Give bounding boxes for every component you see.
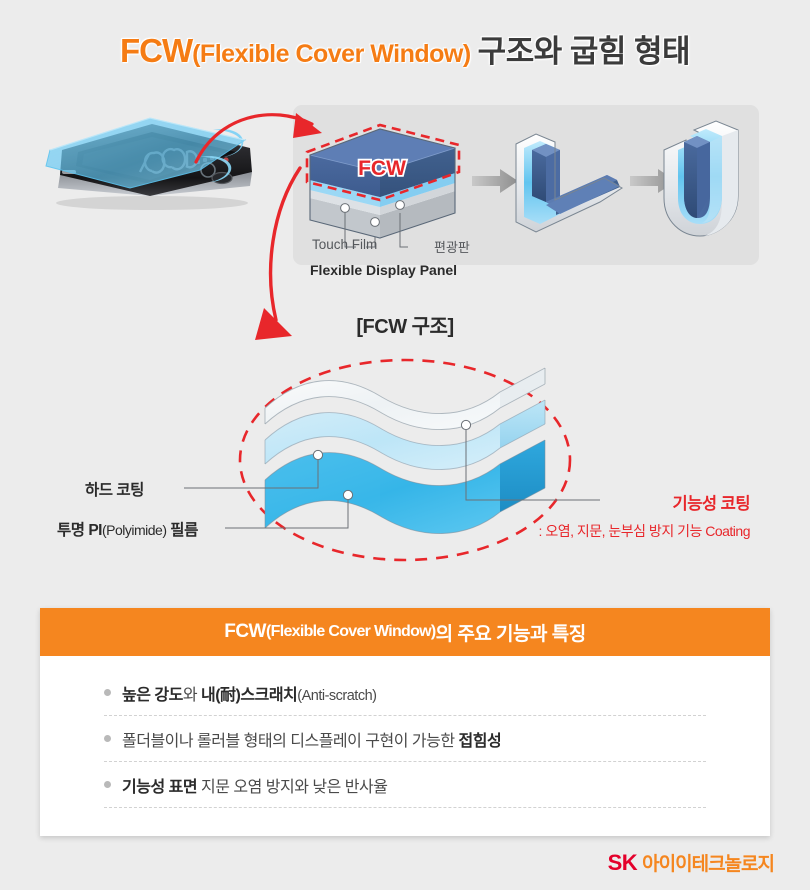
label-functional-coating: 기능성 코팅: [672, 495, 751, 513]
list-item: 기능성 표면 지문 오염 방지와 낮은 반사율: [104, 762, 706, 808]
features-list: 높은 강도와 내(耐)스크래치(Anti-scratch) 폴더블이나 롤러블 …: [40, 656, 770, 808]
bullet-dot-icon: [104, 735, 111, 742]
fcw-layer-block: FCW: [305, 123, 461, 248]
bullet-plain-1: 와: [182, 686, 201, 704]
list-item: 폴더블이나 롤러블 형태의 디스플레이 구현이 가능한 접힘성: [104, 716, 706, 762]
callout-polarizer: 편광판: [434, 240, 470, 255]
label-pi-film: 투명 PI(Polyimide) 필름: [57, 518, 198, 540]
sk-logo-mark: SK: [607, 850, 638, 875]
title-korean: 구조와 굽힘 형태: [477, 34, 691, 69]
features-card: FCW(Flexible Cover Window)의 주요 기능과 특징 높은…: [40, 608, 770, 836]
bullet-bold-2: 내(耐)스크래치: [201, 686, 298, 704]
bullet-plain-1: 지문 오염 방지와 낮은 반사율: [197, 778, 388, 796]
callout-touch-film: Touch Film: [312, 237, 378, 252]
list-item-text: 폴더블이나 롤러블 형태의 디스플레이 구현이 가능한 접힘성: [122, 727, 502, 751]
red-arrow-to-structure: [255, 166, 302, 340]
label-pi-film-tail: 필름: [166, 522, 198, 539]
callout-display-panel: Flexible Display Panel: [310, 262, 458, 278]
card-header-korean: 의 주요 기능과 특징: [435, 623, 587, 645]
label-hard-coating: 하드 코팅: [85, 482, 144, 499]
structure-highlight-ellipse: [238, 358, 572, 562]
bend-shape-L: [515, 133, 623, 233]
bullet-bold-2: 접힘성: [458, 732, 502, 750]
wavy-layer-stack: [184, 367, 600, 534]
label-pi-film-paren: (Polyimide): [101, 522, 167, 538]
page-title: FCW(Flexible Cover Window)구조와 굽힘 형태: [0, 26, 810, 71]
bullet-paren-1: (Anti-scratch): [297, 687, 377, 704]
list-item-text: 높은 강도와 내(耐)스크래치(Anti-scratch): [122, 681, 377, 705]
sk-logo-brand: 아이이테크놀로지: [642, 854, 775, 875]
card-header-paren: (Flexible Cover Window): [266, 623, 436, 640]
bend-shape-U: [663, 120, 739, 237]
fcw-block-text: FCW: [358, 157, 406, 180]
label-functional-coating-sub: : 오염, 지문, 눈부심 방지 기능 Coating: [538, 523, 751, 539]
title-paren: (Flexible Cover Window): [192, 40, 471, 68]
stage-arrow-1: [472, 169, 518, 193]
diagram-canvas: FCW: [45, 113, 739, 562]
red-arrow-to-block: [194, 113, 322, 164]
bullet-dot-icon: [104, 781, 111, 788]
title-fcw: FCW: [119, 32, 193, 69]
bullet-bold-1: 높은 강도: [122, 686, 183, 704]
list-item: 높은 강도와 내(耐)스크래치(Anti-scratch): [104, 670, 706, 716]
label-pi-film-bold: 투명 PI: [57, 522, 102, 539]
features-card-header: FCW(Flexible Cover Window)의 주요 기능과 특징: [40, 608, 770, 656]
structure-heading: [FCW 구조]: [356, 316, 454, 338]
smartphone-illustration: [45, 117, 252, 210]
fcw-dashed-highlight: [305, 123, 461, 202]
list-item-text: 기능성 표면 지문 오염 방지와 낮은 반사율: [122, 773, 388, 797]
bullet-plain-1: 폴더블이나 롤러블 형태의 디스플레이 구현이 가능한: [122, 732, 459, 750]
bullet-bold-1: 기능성 표면: [122, 778, 198, 796]
bullet-dot-icon: [104, 689, 111, 696]
card-header-fcw: FCW: [224, 621, 266, 642]
